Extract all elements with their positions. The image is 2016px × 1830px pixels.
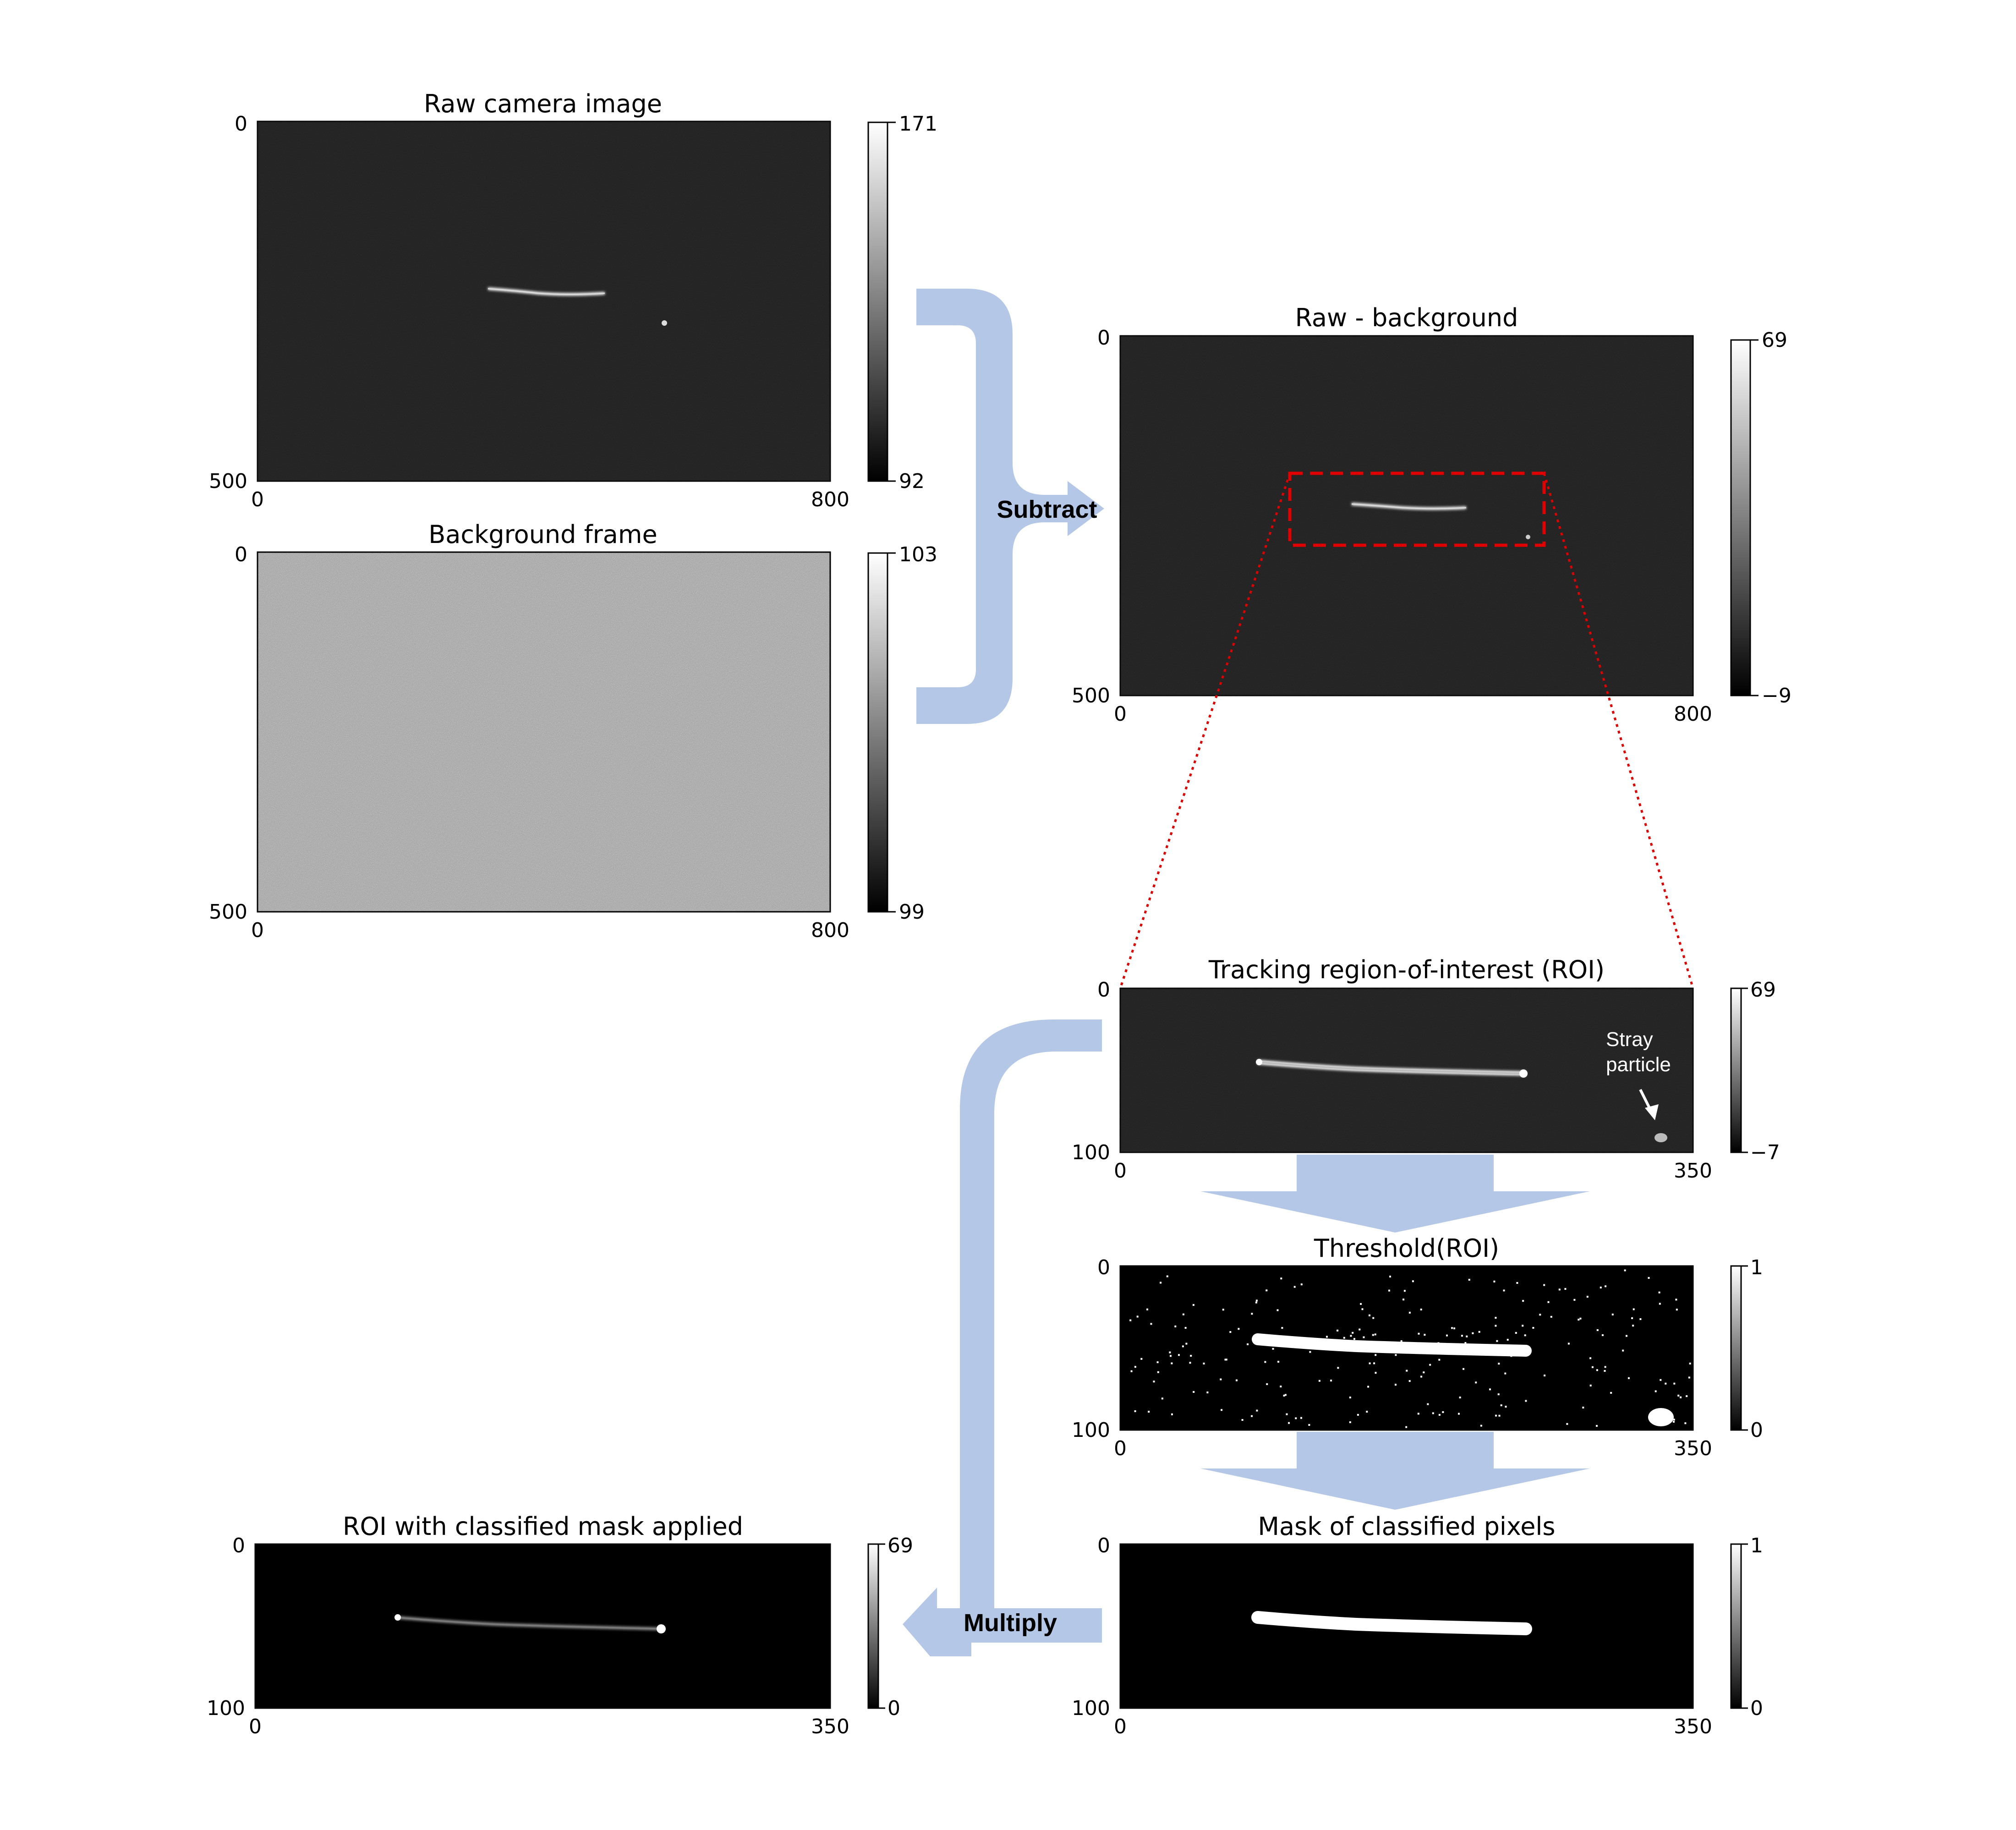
y-tick-top: 0 bbox=[1097, 1534, 1110, 1557]
y-tick-top: 0 bbox=[1097, 326, 1110, 350]
panel-threshold-roi: Threshold(ROI) 0 100 0 350 1 0 bbox=[1072, 1234, 1763, 1460]
colorbar-min: 0 bbox=[1750, 1419, 1763, 1442]
panel-mask-classified-pixels: Mask of classified pixels 0 100 0 350 1 … bbox=[1072, 1512, 1763, 1738]
colorbar-max: 1 bbox=[1750, 1534, 1763, 1557]
masked-trace-core bbox=[396, 1616, 663, 1630]
trace-tail bbox=[657, 1624, 666, 1633]
y-tick-top: 0 bbox=[232, 1534, 245, 1557]
x-tick-left: 0 bbox=[1114, 1715, 1127, 1738]
colorbar-min: −7 bbox=[1750, 1141, 1780, 1164]
panel-roi-mask-applied: ROI with classified mask applied 0 100 0… bbox=[207, 1512, 913, 1738]
stray-particle-label-line1: Stray bbox=[1606, 1028, 1653, 1051]
y-tick-top: 0 bbox=[235, 543, 247, 566]
x-tick-left: 0 bbox=[251, 488, 264, 511]
panel-title: Background frame bbox=[428, 520, 657, 549]
colorbar-min: 0 bbox=[887, 1697, 900, 1720]
panel-title: Tracking region-of-interest (ROI) bbox=[1208, 955, 1605, 984]
colorbar-max: 103 bbox=[899, 543, 937, 566]
roi-box bbox=[1288, 471, 1546, 547]
colorbar-min: −9 bbox=[1762, 684, 1791, 707]
panel-raw-camera-image: Raw camera image 0 500 0 800 171 92 bbox=[209, 89, 937, 511]
particle-trace-core bbox=[1257, 1061, 1526, 1074]
y-tick-top: 0 bbox=[1097, 1256, 1110, 1279]
x-tick-left: 0 bbox=[1114, 1437, 1127, 1460]
colorbar bbox=[867, 552, 888, 913]
panel-background-frame: Background frame 0 500 0 800 103 99 bbox=[209, 520, 937, 942]
colorbar-min: 99 bbox=[899, 900, 925, 924]
y-tick-top: 0 bbox=[1097, 978, 1110, 1002]
x-tick-right: 350 bbox=[1674, 1437, 1712, 1460]
y-tick-bottom: 500 bbox=[209, 900, 247, 924]
y-tick-bottom: 100 bbox=[1072, 1141, 1110, 1164]
colorbar bbox=[1730, 1265, 1742, 1431]
colorbar-min: 92 bbox=[899, 470, 925, 493]
x-tick-left: 0 bbox=[1114, 1159, 1127, 1183]
threshold-to-mask-arrow bbox=[1200, 1432, 1590, 1510]
multiply-label: Multiply bbox=[964, 1609, 1057, 1637]
colorbar bbox=[1730, 987, 1742, 1153]
thresholded-trace bbox=[1252, 1333, 1532, 1357]
trace-head bbox=[1256, 1059, 1262, 1065]
panel-tracking-roi: Tracking region-of-interest (ROI) Stray … bbox=[1072, 955, 1780, 1183]
x-tick-right: 800 bbox=[1674, 702, 1712, 726]
y-tick-bottom: 100 bbox=[207, 1697, 245, 1720]
x-tick-left: 0 bbox=[251, 919, 264, 942]
particle-trace-core bbox=[488, 288, 605, 295]
subtract-label: Subtract bbox=[997, 496, 1097, 523]
subtract-flow-arrow bbox=[916, 289, 1104, 724]
stray-particle-arrow bbox=[1639, 1089, 1659, 1120]
colorbar bbox=[867, 121, 888, 482]
panel-title: Raw - background bbox=[1295, 303, 1518, 332]
panel-raw-minus-background: Raw - background 0 500 0 800 69 −9 bbox=[1072, 303, 1791, 726]
x-tick-left: 0 bbox=[249, 1715, 262, 1738]
subtract-brace-arrow bbox=[916, 289, 1104, 724]
roi-to-threshold-arrow bbox=[1200, 1155, 1590, 1233]
panel-title: Mask of classified pixels bbox=[1258, 1512, 1555, 1541]
trace-tail bbox=[1519, 1069, 1528, 1078]
x-tick-right: 800 bbox=[811, 488, 849, 511]
particle-trace-core bbox=[1351, 503, 1467, 510]
mask-trace bbox=[1251, 1611, 1532, 1635]
colorbar-max: 69 bbox=[1750, 978, 1776, 1002]
colorbar-max: 69 bbox=[887, 1534, 913, 1557]
y-tick-top: 0 bbox=[235, 112, 247, 136]
image-noise bbox=[257, 121, 830, 481]
panel-title: ROI with classified mask applied bbox=[343, 1512, 743, 1541]
colorbar bbox=[867, 1543, 879, 1709]
panel-title: Threshold(ROI) bbox=[1314, 1234, 1499, 1263]
colorbar-min: 0 bbox=[1750, 1697, 1763, 1720]
x-tick-right: 350 bbox=[1674, 1159, 1712, 1183]
thresholded-stray-particle bbox=[1648, 1408, 1674, 1426]
y-tick-bottom: 100 bbox=[1072, 1419, 1110, 1442]
panel-title: Raw camera image bbox=[424, 89, 662, 118]
image-noise bbox=[257, 552, 830, 912]
colorbar-max: 69 bbox=[1762, 329, 1787, 352]
x-tick-right: 800 bbox=[811, 919, 849, 942]
image-noise bbox=[1120, 336, 1693, 696]
y-tick-bottom: 100 bbox=[1072, 1697, 1110, 1720]
zoom-connector-lines bbox=[1119, 473, 1694, 989]
trace-head bbox=[394, 1614, 401, 1621]
colorbar-max: 1 bbox=[1750, 1256, 1763, 1279]
stray-particle-label-line2: particle bbox=[1606, 1053, 1671, 1076]
y-tick-bottom: 500 bbox=[1072, 684, 1110, 707]
colorbar bbox=[1730, 1543, 1742, 1709]
x-tick-right: 350 bbox=[1674, 1715, 1712, 1738]
stray-particle bbox=[1526, 535, 1530, 539]
stray-particle bbox=[1654, 1133, 1667, 1142]
multiply-flow-arrow bbox=[903, 1019, 1102, 1656]
stray-particle bbox=[662, 320, 667, 326]
y-tick-bottom: 500 bbox=[209, 470, 247, 493]
x-tick-right: 350 bbox=[811, 1715, 849, 1738]
x-tick-left: 0 bbox=[1114, 702, 1127, 726]
colorbar bbox=[1730, 339, 1751, 696]
colorbar-max: 171 bbox=[899, 112, 937, 136]
